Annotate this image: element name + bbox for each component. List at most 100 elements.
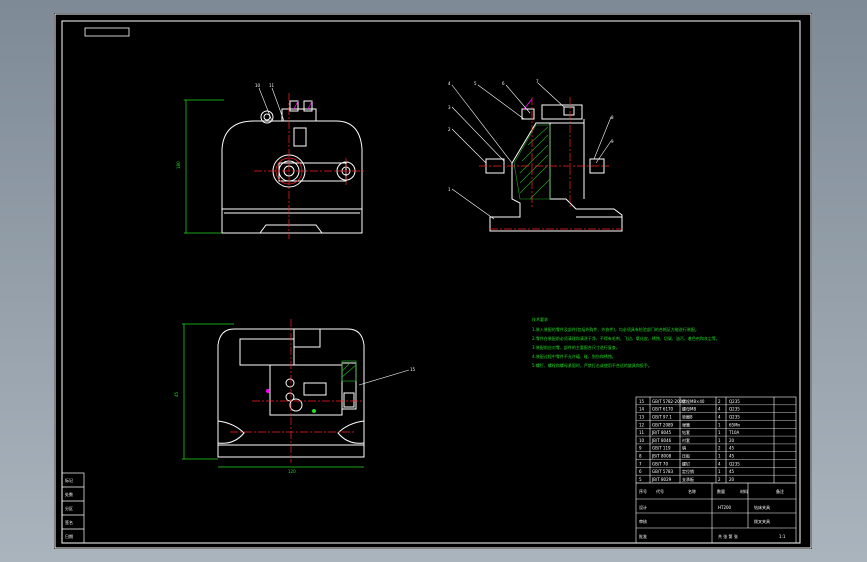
bom-cell-no: 14 (639, 407, 645, 412)
designer-label: 设计 (639, 504, 647, 510)
bom-cell-no: 6 (639, 469, 642, 474)
bom-cell-mat: Q235 (729, 414, 740, 419)
scale-value: 1:1 (779, 534, 786, 539)
bom-cell-no: 15 (639, 399, 645, 404)
dim-vertical-bottom: 45 (174, 391, 179, 397)
note-line-1: 1.装入装配的零件及部件(包括外购件、外协件)，均必须具有检验部门的合格证方能进… (532, 326, 699, 332)
section-view-leaders (451, 82, 612, 220)
header-note: 备注 (776, 488, 784, 494)
bom-cell-name: 螺母M8 (682, 406, 696, 412)
side-block (61, 472, 85, 544)
balloon-5: 5 (474, 81, 477, 86)
bom-cell-qty: 1 (718, 422, 721, 427)
side-label-2: 处数 (65, 491, 73, 497)
stamp-box (84, 27, 130, 37)
bom-cell-name: 垫圈8 (682, 413, 693, 419)
check-label: 审核 (639, 518, 647, 524)
dim-vertical-top: 180 (176, 161, 181, 169)
note-line-5: 5.螺钉、螺栓和螺母紧固时，严禁打击或使用不合适的旋具和扳手。 (532, 362, 652, 368)
balloon-10: 10 (255, 83, 261, 88)
side-label-1: 标记 (65, 477, 73, 483)
note-line-3: 3.装配前应对零、部件的主要配合尺寸进行复查。 (532, 344, 620, 350)
drawing-sheet: 180 10 11 (54, 13, 812, 549)
balloon-11: 11 (269, 83, 275, 88)
balloon-15: 15 (410, 367, 416, 372)
bom-cell-qty: 4 (718, 407, 721, 412)
bom-cell-code: GB/T 70 (652, 461, 668, 466)
header-material: 材料 (740, 488, 748, 494)
balloon-8: 8 (611, 115, 614, 120)
bom-cell-name: 压板 (682, 453, 690, 459)
bom-cell-no: 8 (639, 454, 642, 459)
bom-cell-qty: 1 (718, 438, 721, 443)
balloon-9: 9 (611, 139, 614, 144)
bom-cell-qty: 1 (718, 469, 721, 474)
dim-horizontal-bottom: 120 (288, 469, 296, 474)
bom-cell-name: 定位销 (682, 468, 694, 474)
plan-view-highlights (266, 389, 316, 413)
note-line-2: 2.零件在装配前必须清理和清洗干净，不得有毛刺、飞边、氧化皮、锈蚀、切屑、油污、… (532, 335, 720, 341)
bom-cell-mat: Q235 (729, 399, 740, 404)
drawing-title: 钻床夹具 (754, 504, 770, 510)
plan-view-leader (358, 369, 410, 386)
header-code: 代号 (656, 488, 664, 494)
bom-cell-no: 10 (639, 438, 645, 443)
approve-label: 批准 (639, 533, 647, 539)
bom-cell-name: 螺栓M8×40 (682, 398, 705, 404)
bom-cell-mat: 20 (729, 438, 735, 443)
bom-cell-mat: 65Mn (729, 422, 741, 427)
bom-cell-mat: T10A (728, 430, 740, 435)
header-name: 名称 (688, 488, 696, 494)
balloon-1: 1 (448, 187, 451, 192)
bom-cell-no: 12 (639, 422, 645, 427)
bom-cell-code: JB/T 8046 (651, 438, 672, 443)
bom-cell-qty: 2 (718, 477, 721, 482)
bom-cell-mat: Q235 (729, 407, 740, 412)
balloon-2: 2 (448, 127, 451, 132)
balloon-4: 4 (448, 81, 451, 86)
outer-frame (54, 13, 812, 549)
front-view-leaders (258, 87, 285, 122)
bom-cell-name: 弹簧 (682, 421, 690, 427)
plan-view-centerlines (230, 319, 364, 463)
front-view-highlight (293, 100, 313, 110)
bom-cell-no: 7 (639, 461, 642, 466)
balloon-6: 6 (502, 81, 505, 86)
bom-cell-no: 5 (639, 477, 642, 482)
side-label-4: 签名 (65, 519, 73, 525)
bom-cell-mat: 45 (729, 454, 735, 459)
part-name: 拨叉夹具 (754, 518, 770, 524)
material-value: HT200 (718, 505, 732, 510)
balloon-7: 7 (536, 79, 539, 84)
bom-cell-qty: 4 (718, 414, 721, 419)
bom-cell-code: GB/T 97.1 (652, 414, 672, 419)
bom-cell-name: 螺钉 (682, 460, 690, 466)
cad-viewport[interactable]: 180 10 11 (54, 13, 812, 549)
bom-cell-qty: 1 (718, 454, 721, 459)
header-qty: 数量 (717, 488, 725, 494)
bom-cell-qty: 2 (718, 446, 721, 451)
bom-cell-code: GB/T 5782-2000 (652, 399, 685, 404)
bom-cell-no: 13 (639, 414, 645, 419)
bom-cell-mat: Q235 (729, 461, 740, 466)
bom-cell-qty: 4 (718, 461, 721, 466)
side-label-5: 日期 (65, 533, 73, 539)
bom-cell-code: GB/T 5783 (652, 469, 674, 474)
front-view-centerlines (254, 93, 364, 239)
bom-cell-no: 9 (639, 446, 642, 451)
balloon-3: 3 (448, 105, 451, 110)
plan-view-dimensions (182, 323, 364, 468)
bom-cell-code: GB/T 119 (652, 446, 671, 451)
bom-cell-code: GB/T 6170 (652, 407, 674, 412)
note-line-4: 4.装配过程中零件不允许磕、碰、划伤和锈蚀。 (532, 353, 616, 359)
front-view (221, 100, 363, 234)
sheet-info: 共 张 第 张 (718, 533, 738, 539)
bom-cell-qty: 1 (718, 430, 721, 435)
bom-cell-code: JB/T 8029 (651, 477, 672, 482)
inner-frame (61, 20, 801, 544)
notes-title: 技术要求 (532, 316, 548, 322)
bom-cell-code: JB/T 8008 (651, 454, 672, 459)
bom-cell-name: 销 (682, 445, 686, 451)
side-section-view (485, 104, 623, 232)
